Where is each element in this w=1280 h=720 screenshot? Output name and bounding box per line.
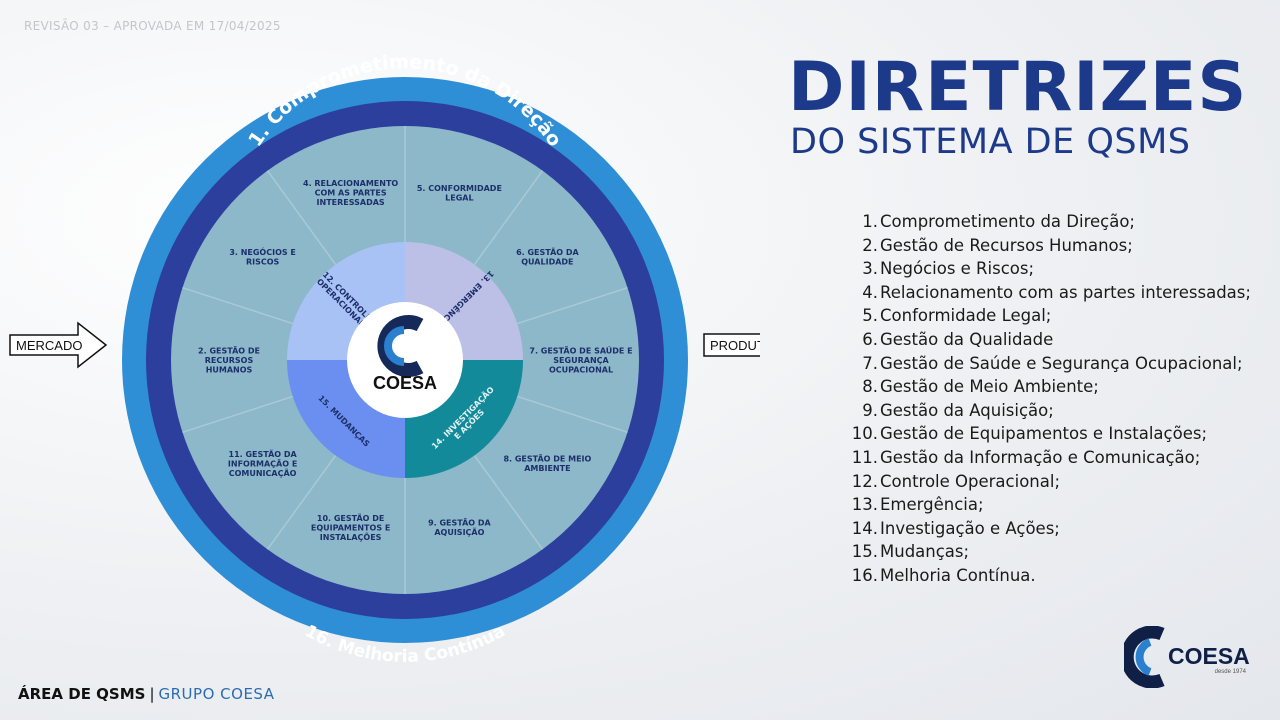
list-item-text: Comprometimento da Direção; — [880, 212, 1135, 231]
page-subtitle: DO SISTEMA DE QSMS — [790, 122, 1191, 162]
list-item-number: 13. — [851, 495, 878, 515]
list-item-text: Gestão de Saúde e Segurança Ocupacional; — [880, 353, 1243, 373]
list-item-number: 11. — [851, 447, 878, 467]
list-item-text: Gestão da Qualidade — [880, 329, 1054, 349]
segment-divider — [266, 170, 337, 265]
list-item-text: Gestão da Informação e Comunicação; — [880, 447, 1201, 467]
list-item-text: Conformidade Legal; — [880, 306, 1052, 326]
list-item: 5.Conformidade Legal; — [846, 304, 1251, 328]
list-item: 4.Relacionamento com as partes interessa… — [846, 281, 1251, 305]
list-item: 1.Comprometimento da Direção; — [846, 210, 1251, 234]
list-item-number: 12. — [851, 471, 878, 491]
list-item: 12.Controle Operacional; — [846, 470, 1251, 494]
list-item-number: 1. — [862, 212, 878, 231]
list-item: 6.Gestão da Qualidade — [846, 328, 1251, 352]
brand-logo-name: COESA — [1168, 643, 1250, 669]
list-item-number: 14. — [851, 518, 878, 538]
list-item-text: Relacionamento com as partes interessada… — [880, 282, 1251, 302]
list-item-text: Emergência; — [880, 495, 984, 515]
list-item-text: Negócios e Riscos; — [880, 259, 1035, 279]
list-item-number: 2. — [862, 235, 878, 255]
output-arrow: PRODUTO — [703, 333, 760, 357]
page-title: DIRETRIZES — [788, 48, 1248, 127]
list-item-number: 6. — [862, 329, 878, 349]
list-item-text: Mudanças; — [880, 542, 970, 562]
list-item: 7.Gestão de Saúde e Segurança Ocupaciona… — [846, 352, 1251, 376]
list-item-text: Investigação e Ações; — [880, 518, 1060, 538]
list-item-text: Gestão de Meio Ambiente; — [880, 377, 1099, 397]
list-item-text: Gestão da Aquisição; — [880, 400, 1054, 420]
brand-logo-c-icon — [1124, 626, 1165, 688]
footer-group: GRUPO COESA — [158, 685, 275, 703]
footer: ÁREA DE QSMS|GRUPO COESA — [18, 685, 274, 703]
list-item-number: 7. — [862, 353, 878, 373]
list-item: 10.Gestão de Equipamentos e Instalações; — [846, 422, 1251, 446]
segment-divider — [473, 455, 544, 550]
list-item-number: 10. — [851, 424, 878, 444]
list-item-text: Melhoria Contínua. — [880, 565, 1036, 585]
output-label: PRODUTO — [710, 338, 760, 353]
list-item-number: 4. — [862, 282, 878, 302]
list-item-number: 9. — [862, 400, 878, 420]
list-item: 8.Gestão de Meio Ambiente; — [846, 375, 1251, 399]
list-item: 16.Melhoria Contínua. — [846, 564, 1251, 588]
list-item: 9.Gestão da Aquisição; — [846, 399, 1251, 423]
list-item-number: 16. — [851, 565, 878, 585]
list-item-number: 3. — [862, 259, 878, 279]
list-item: 11.Gestão da Informação e Comunicação; — [846, 446, 1251, 470]
segment-divider — [182, 286, 294, 325]
segment-divider — [516, 395, 628, 434]
list-item-number: 8. — [862, 377, 878, 397]
list-item-text: Controle Operacional; — [880, 471, 1061, 491]
revision-note: REVISÃO 03 – APROVADA EM 17/04/2025 — [24, 19, 281, 33]
input-label: MERCADO — [16, 338, 82, 353]
segment-divider — [473, 170, 544, 265]
footer-area: ÁREA DE QSMS — [18, 685, 146, 703]
footer-separator: | — [149, 685, 155, 703]
list-item-number: 15. — [851, 542, 878, 562]
segment-divider — [182, 395, 294, 434]
segment-divider — [266, 455, 337, 550]
input-arrow: MERCADO — [9, 321, 108, 369]
list-item-text: Gestão de Equipamentos e Instalações; — [880, 424, 1208, 444]
center-logo-text: COESA — [373, 373, 437, 393]
list-item: 2.Gestão de Recursos Humanos; — [846, 234, 1251, 258]
center-logo: COESA — [373, 315, 437, 393]
segment-divider — [516, 286, 628, 325]
list-item-text: Gestão de Recursos Humanos; — [880, 235, 1133, 255]
brand-logo: COESA desde 1974 — [1124, 626, 1250, 688]
brand-logo-tagline: desde 1974 — [1215, 669, 1247, 675]
guidelines-list: 1.Comprometimento da Direção;2.Gestão de… — [846, 210, 1251, 588]
list-item-number: 5. — [862, 306, 878, 326]
list-item: 13.Emergência; — [846, 493, 1251, 517]
list-item: 3.Negócios e Riscos; — [846, 257, 1251, 281]
list-item: 15.Mudanças; — [846, 540, 1251, 564]
center-circle — [347, 302, 463, 418]
list-item: 14.Investigação e Ações; — [846, 517, 1251, 541]
